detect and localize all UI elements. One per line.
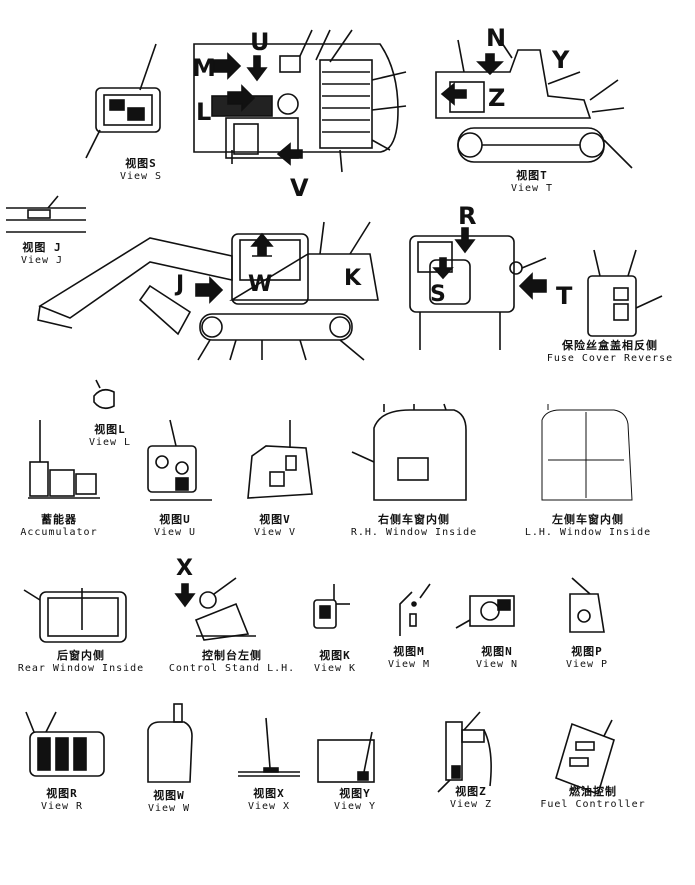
letter-j: J (176, 272, 185, 297)
view-r-detail (25, 711, 105, 777)
machine-top-view (193, 29, 407, 173)
view-j-detail (6, 195, 86, 233)
letter-z: Z (488, 84, 506, 112)
view-z-detail (437, 711, 492, 793)
letter-l: L (196, 98, 212, 126)
rh-window-detail (351, 403, 467, 501)
fuel-controller-detail (555, 719, 615, 796)
view-n-detail (455, 595, 515, 629)
excavator-side-view (37, 221, 379, 361)
letter-s: S (430, 282, 446, 307)
letter-t: T (556, 282, 573, 310)
letter-v: V (290, 174, 309, 202)
view-l-detail (93, 379, 115, 410)
letter-y: Y (552, 46, 570, 74)
letter-n: N (486, 24, 507, 52)
machine-rear-view (409, 227, 547, 350)
view-s-panel (85, 43, 161, 159)
letter-k: K (344, 266, 362, 291)
letter-w: W (248, 272, 273, 297)
fuse-cover-detail (587, 249, 663, 337)
accumulator-detail (28, 420, 100, 499)
view-u-detail (147, 419, 212, 501)
lh-window-detail (541, 404, 633, 501)
letter-x: X (176, 556, 193, 581)
letter-r: R (458, 202, 477, 230)
machine-rear-top (435, 39, 633, 169)
view-x-detail (238, 717, 300, 777)
view-p-detail (569, 577, 605, 633)
letter-m: M (192, 54, 216, 82)
view-k-detail (313, 584, 350, 629)
view-m-detail (399, 583, 431, 636)
letter-u: U (250, 28, 270, 56)
view-y-detail (317, 731, 375, 783)
control-stand-detail (174, 577, 256, 641)
rear-window-detail (23, 588, 127, 643)
view-w-detail (147, 703, 193, 783)
view-v-detail (247, 420, 313, 499)
